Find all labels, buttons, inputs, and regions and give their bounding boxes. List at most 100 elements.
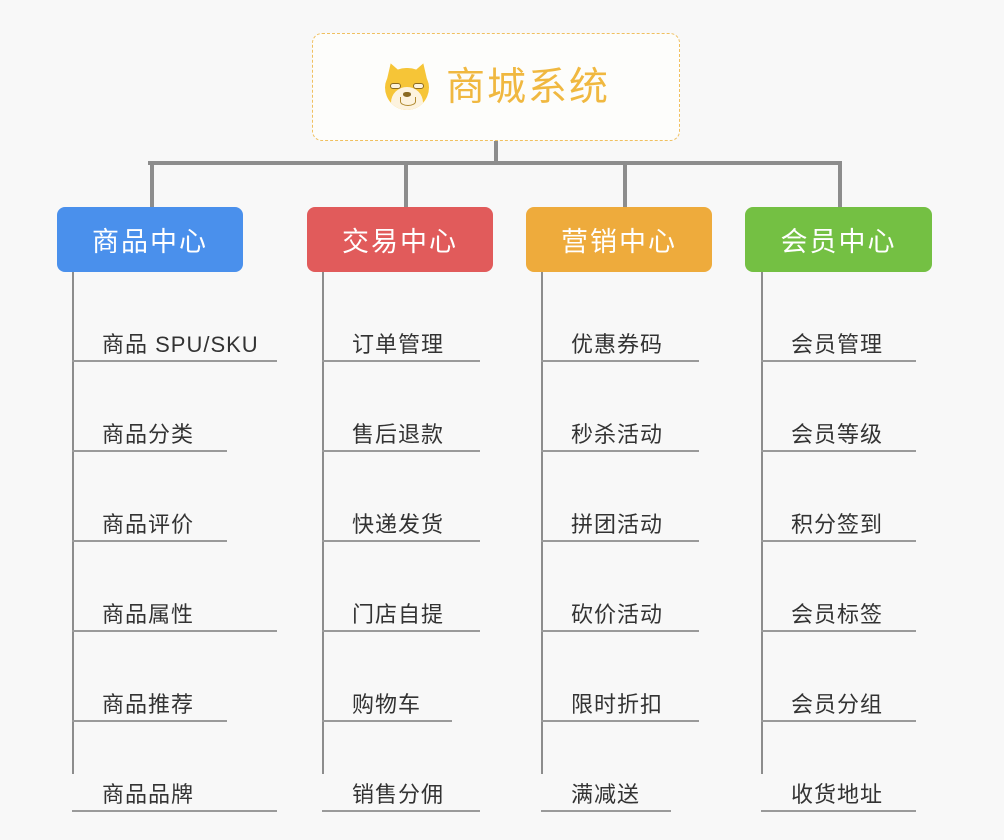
leaf-item-rule xyxy=(322,540,480,542)
leaf-item[interactable]: 砍价活动 xyxy=(526,542,712,632)
leaf-item[interactable]: 商品分类 xyxy=(57,362,243,452)
leaf-item[interactable]: 售后退款 xyxy=(307,362,493,452)
leaf-item-label: 会员标签 xyxy=(791,602,884,627)
leaf-item-rule xyxy=(541,630,699,632)
leaf-item-rule xyxy=(322,720,452,722)
leaf-item-rule xyxy=(72,630,277,632)
leaf-item-label: 快递发货 xyxy=(352,512,445,537)
category-header-1[interactable]: 商品中心 xyxy=(57,207,243,272)
leaf-item-label: 拼团活动 xyxy=(571,512,664,537)
connector-drop-3 xyxy=(623,161,627,207)
leaf-item[interactable]: 商品属性 xyxy=(57,542,277,632)
category-header-label: 会员中心 xyxy=(780,227,897,257)
leaf-item-label: 限时折扣 xyxy=(571,692,664,717)
leaf-item-label: 收货地址 xyxy=(791,782,884,807)
leaf-item[interactable]: 快递发货 xyxy=(307,452,493,542)
category-item-list-2: 订单管理售后退款快递发货门店自提购物车销售分佣 xyxy=(307,272,493,812)
leaf-item-label: 优惠券码 xyxy=(571,332,664,357)
leaf-item-rule xyxy=(541,450,699,452)
leaf-item-label: 砍价活动 xyxy=(571,602,664,627)
category-header-label: 营销中心 xyxy=(561,227,677,257)
leaf-item-label: 门店自提 xyxy=(352,602,445,627)
leaf-item-rule xyxy=(761,720,916,722)
leaf-item[interactable]: 会员管理 xyxy=(745,272,932,362)
category-header-label: 商品中心 xyxy=(92,227,208,257)
leaf-item-label: 积分签到 xyxy=(791,512,884,537)
connector-root-stem xyxy=(494,141,498,163)
category-spine-3 xyxy=(541,272,543,774)
leaf-item-rule xyxy=(72,540,227,542)
category-header-4[interactable]: 会员中心 xyxy=(745,207,932,272)
leaf-item-label: 商品 SPU/SKU xyxy=(102,332,259,357)
category-column-2: 交易中心订单管理售后退款快递发货门店自提购物车销售分佣 xyxy=(307,207,493,812)
leaf-item-rule xyxy=(322,810,480,812)
category-spine-4 xyxy=(761,272,763,774)
leaf-item[interactable]: 优惠券码 xyxy=(526,272,712,362)
root-node-title: 商城系统 xyxy=(445,65,610,109)
leaf-item-label: 销售分佣 xyxy=(352,782,445,807)
root-node-mall-system[interactable]: 商城系统 xyxy=(312,33,680,141)
leaf-item[interactable]: 会员标签 xyxy=(745,542,932,632)
category-spine-1 xyxy=(72,272,74,774)
leaf-item-rule xyxy=(761,810,916,812)
leaf-item-label: 商品品牌 xyxy=(102,782,195,807)
leaf-item-label: 商品属性 xyxy=(102,602,195,627)
category-header-3[interactable]: 营销中心 xyxy=(526,207,712,272)
leaf-item[interactable]: 订单管理 xyxy=(307,272,493,362)
leaf-item-rule xyxy=(761,630,916,632)
leaf-item-rule xyxy=(541,720,699,722)
leaf-item-label: 商品分类 xyxy=(102,422,195,447)
leaf-item[interactable]: 商品评价 xyxy=(57,452,243,542)
category-item-list-4: 会员管理会员等级积分签到会员标签会员分组收货地址 xyxy=(745,272,932,812)
leaf-item-label: 商品推荐 xyxy=(102,692,195,717)
shiba-inu-dog-face-icon xyxy=(382,60,432,111)
leaf-item[interactable]: 商品推荐 xyxy=(57,632,243,722)
leaf-item[interactable]: 门店自提 xyxy=(307,542,493,632)
leaf-item[interactable]: 秒杀活动 xyxy=(526,362,712,452)
category-header-2[interactable]: 交易中心 xyxy=(307,207,493,272)
leaf-item-rule xyxy=(541,360,699,362)
leaf-item[interactable]: 销售分佣 xyxy=(307,722,493,812)
leaf-item[interactable]: 购物车 xyxy=(307,632,493,722)
leaf-item-rule xyxy=(72,720,227,722)
category-item-list-3: 优惠券码秒杀活动拼团活动砍价活动限时折扣满减送 xyxy=(526,272,712,812)
leaf-item-label: 满减送 xyxy=(571,782,641,807)
connector-horizontal-bus xyxy=(148,161,840,165)
leaf-item-rule xyxy=(72,810,277,812)
category-column-3: 营销中心优惠券码秒杀活动拼团活动砍价活动限时折扣满减送 xyxy=(526,207,712,812)
leaf-item-label: 会员等级 xyxy=(791,422,884,447)
leaf-item-label: 订单管理 xyxy=(352,332,445,357)
connector-drop-2 xyxy=(404,161,408,207)
leaf-item-label: 会员管理 xyxy=(791,332,884,357)
leaf-item-rule xyxy=(761,360,916,362)
leaf-item-label: 购物车 xyxy=(352,692,422,717)
connector-drop-4 xyxy=(838,161,842,207)
category-spine-2 xyxy=(322,272,324,774)
leaf-item[interactable]: 商品 SPU/SKU xyxy=(57,272,277,362)
category-column-1: 商品中心商品 SPU/SKU 商品分类商品评价商品属性商品推荐商品品牌 xyxy=(57,207,277,812)
connector-drop-1 xyxy=(150,161,154,207)
category-item-list-1: 商品 SPU/SKU 商品分类商品评价商品属性商品推荐商品品牌 xyxy=(57,272,277,812)
leaf-item-label: 会员分组 xyxy=(791,692,884,717)
leaf-item[interactable]: 限时折扣 xyxy=(526,632,712,722)
leaf-item-rule xyxy=(72,360,277,362)
leaf-item-rule xyxy=(322,630,480,632)
leaf-item-label: 售后退款 xyxy=(352,422,445,447)
leaf-item[interactable]: 会员分组 xyxy=(745,632,932,722)
leaf-item-rule xyxy=(72,450,227,452)
leaf-item-rule xyxy=(761,540,916,542)
leaf-item[interactable]: 商品品牌 xyxy=(57,722,277,812)
category-column-4: 会员中心会员管理会员等级积分签到会员标签会员分组收货地址 xyxy=(745,207,932,812)
leaf-item[interactable]: 收货地址 xyxy=(745,722,932,812)
leaf-item-rule xyxy=(322,360,480,362)
leaf-item[interactable]: 积分签到 xyxy=(745,452,932,542)
category-header-label: 交易中心 xyxy=(342,227,458,257)
leaf-item-rule xyxy=(541,810,671,812)
leaf-item-rule xyxy=(322,450,480,452)
leaf-item-label: 秒杀活动 xyxy=(571,422,664,447)
leaf-item[interactable]: 会员等级 xyxy=(745,362,932,452)
leaf-item[interactable]: 满减送 xyxy=(526,722,712,812)
leaf-item-label: 商品评价 xyxy=(102,512,195,537)
leaf-item[interactable]: 拼团活动 xyxy=(526,452,712,542)
